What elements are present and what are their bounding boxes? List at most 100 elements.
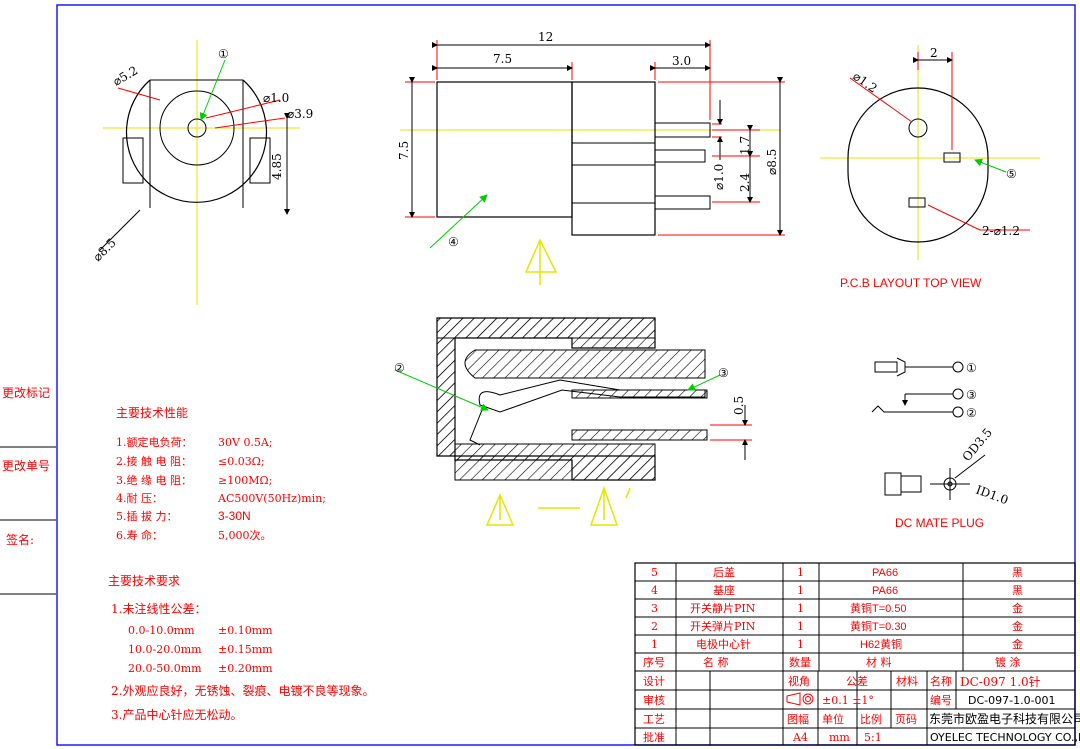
side-dim-d8-5: ⌀8.5 xyxy=(765,149,779,175)
bom-no: 2 xyxy=(651,620,658,633)
bom-no: 4 xyxy=(651,584,658,597)
bom-name: 后盖 xyxy=(713,565,735,579)
part-name: DC-097 1.0针 xyxy=(960,674,1041,689)
bom-finish: 金 xyxy=(1012,619,1023,633)
tech-item-label: 5.插 拔 力： xyxy=(116,509,178,523)
tech-item-label: 1.额定电负荷： xyxy=(116,435,193,449)
tech-performance-heading: 主要技术性能 xyxy=(116,406,188,420)
unit-label: 单位 xyxy=(822,712,844,726)
page-label: 页码 xyxy=(895,713,917,726)
pcb-dim-2: 2 xyxy=(930,46,938,60)
bom-qty: 1 xyxy=(797,638,804,651)
front-dim-d5-2: ⌀5.2 xyxy=(111,63,141,88)
bom-name: 开关弹片PIN xyxy=(690,619,756,633)
name-label: 名称 xyxy=(930,674,952,688)
view-angle-label: 视角 xyxy=(788,674,810,688)
side-dim-3-0: 3.0 xyxy=(672,54,691,68)
pcb-dim-d1-2: ⌀1.2 xyxy=(850,69,880,96)
bom-no: 3 xyxy=(651,602,658,615)
tech-requirements-heading: 主要技术要求 xyxy=(108,574,180,588)
bom-material: H62黄铜 xyxy=(860,637,902,651)
review-label: 审核 xyxy=(643,693,665,707)
tech-item-value: ≥100MΩ; xyxy=(218,474,272,487)
sheet-label: 图幅 xyxy=(787,713,809,726)
sheet-size: A4 xyxy=(792,731,808,744)
tech-item-label: 4.耐 压： xyxy=(116,492,163,505)
approve-label: 批准 xyxy=(643,730,665,744)
signature-label: 签名: xyxy=(6,532,34,547)
tech-item-value: 5,000次。 xyxy=(218,528,272,542)
side-dim-2-4: 2.4 xyxy=(738,173,752,192)
bom-name: 开关静片PIN xyxy=(690,601,756,615)
tolerance-title: 1.未注线性公差： xyxy=(111,601,206,616)
bom-name: 电极中心针 xyxy=(696,637,751,651)
scale-value: 5:1 xyxy=(864,731,882,744)
dc-mate-plug: OD3.5 ID1.0 DC MATE PLUG xyxy=(884,425,1010,530)
revision-mark-label: 更改标记 xyxy=(2,386,50,400)
schematic-pin-3: ③ xyxy=(966,388,977,402)
material-label: 材料 xyxy=(896,674,918,688)
tech-requirements-notes: 主要技术要求 1.未注线性公差： 0.0-10.0mm ±0.10mm 10.0… xyxy=(108,574,374,722)
sheet-border xyxy=(56,4,1076,746)
tolerance-values: ±0.1 ±1° xyxy=(822,694,874,707)
section-dim-0-5: 0.5 xyxy=(732,396,746,415)
tolerance-range: 10.0-20.0mm xyxy=(128,643,202,656)
bom-material: PA66 xyxy=(872,585,898,597)
side-dim-7-5: 7.5 xyxy=(493,52,512,66)
plug-id: ID1.0 xyxy=(974,483,1010,508)
bom-qty: 1 xyxy=(797,584,804,597)
bom-row: 3 开关静片PIN 1 黄铜T=0.50 金 xyxy=(651,601,1023,615)
bom-header-no: 序号 xyxy=(643,655,665,669)
tolerance-label: 公差 xyxy=(846,674,868,688)
bom-header-name: 名 称 xyxy=(703,655,729,669)
schematic: ① ③ ② xyxy=(871,357,977,420)
process-label: 工艺 xyxy=(643,713,665,726)
tech-item-label: 6.寿 命： xyxy=(116,528,163,542)
bom-header-material: 材 料 xyxy=(866,655,892,669)
revision-number-label: 更改单号 xyxy=(2,459,50,473)
bom-qty: 1 xyxy=(797,620,804,633)
bom-header: 序号 名 称 数量 材 料 镀 涂 xyxy=(643,655,1021,669)
bom-no: 1 xyxy=(651,638,658,651)
bom-material: PA66 xyxy=(872,567,898,579)
bom-row: 2 开关弹片PIN 1 黄铜T=0.30 金 xyxy=(651,619,1023,633)
bom-header-qty: 数量 xyxy=(789,656,811,669)
schematic-pin-2: ② xyxy=(966,406,977,420)
unit-value: mm xyxy=(829,731,850,744)
requirement-note: 2.外观应良好，无锈蚀、裂痕、电镀不良等现象。 xyxy=(111,683,374,698)
tech-item-value: ≤0.03Ω; xyxy=(218,455,265,468)
tech-item-value: 30V 0.5A; xyxy=(218,436,273,449)
section-callout-3: ③ xyxy=(718,366,729,380)
company-name-cn: 东莞市欧盈电子科技有限公司 xyxy=(929,711,1080,726)
section-view: 0.5 ② ③ xyxy=(394,317,752,526)
plug-title: DC MATE PLUG xyxy=(895,516,984,530)
requirement-note: 3.产品中心针应无松动。 xyxy=(111,707,242,722)
tech-performance-list: 1.额定电负荷： 30V 0.5A; 2.接 触 电 阻： ≤0.03Ω; 3.… xyxy=(116,435,326,542)
front-dim-d8-5: ⌀8.5 xyxy=(90,236,119,265)
side-dim-height-7-5: 7.5 xyxy=(397,141,411,160)
bom-table: 5 后盖 1 PA66 黑 4 基座 1 PA66 黑 3 开关静片PIN 1 … xyxy=(643,565,1023,669)
code-label: 编号 xyxy=(930,693,952,707)
pcb-layout-view: 2 ⌀1.2 2-⌀1.2 ⑤ P.C.B LAYOUT TOP VIEW xyxy=(820,45,1040,290)
design-label: 设计 xyxy=(643,675,665,688)
pcb-dim-2-d1-2: 2-⌀1.2 xyxy=(982,224,1020,238)
tech-item-label: 3.绝 缘 电 阻： xyxy=(116,473,192,487)
front-callout-1: ① xyxy=(218,47,229,61)
tolerance-range: 0.0-10.0mm xyxy=(128,624,195,637)
tolerance-value: ±0.10mm xyxy=(218,624,273,637)
side-dim-12: 12 xyxy=(538,30,553,44)
schematic-pin-1: ① xyxy=(966,361,977,375)
bom-name: 基座 xyxy=(713,583,735,597)
bom-qty: 1 xyxy=(797,602,804,615)
company-name-en: OYELEC TECHNOLOGY CO.,LTD xyxy=(930,731,1080,744)
front-dim-d1-0: ⌀1.0 xyxy=(263,91,289,105)
bom-row: 5 后盖 1 PA66 黑 xyxy=(651,565,1023,579)
tolerance-value: ±0.15mm xyxy=(218,643,273,656)
side-callout-4: ④ xyxy=(448,235,459,249)
bom-finish: 黑 xyxy=(1012,566,1023,579)
bom-header-finish: 镀 涂 xyxy=(995,655,1021,669)
side-dim-1-7: 1.7 xyxy=(738,136,752,155)
plug-od: OD3.5 xyxy=(960,425,996,464)
bom-finish: 黑 xyxy=(1012,584,1023,597)
